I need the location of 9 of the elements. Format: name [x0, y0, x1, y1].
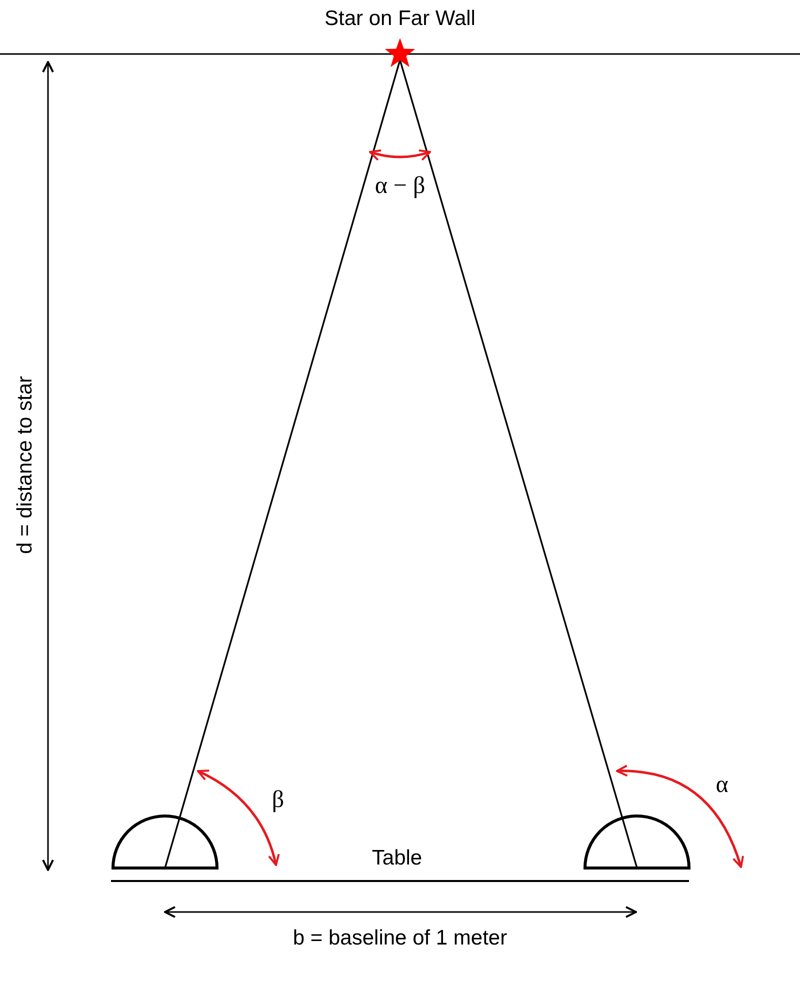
sight-line: [399, 60, 638, 868]
table-label: Table: [372, 848, 422, 868]
caption-text: Star on Far Wall: [324, 8, 476, 29]
angle-label: α − β: [374, 174, 426, 198]
sight-line: [164, 60, 401, 868]
angle-label: β: [272, 788, 284, 812]
angle-label: α: [716, 773, 728, 797]
dimension-label: b = baseline of 1 meter: [292, 928, 508, 948]
dimension-label: d = distance to star: [14, 376, 36, 554]
